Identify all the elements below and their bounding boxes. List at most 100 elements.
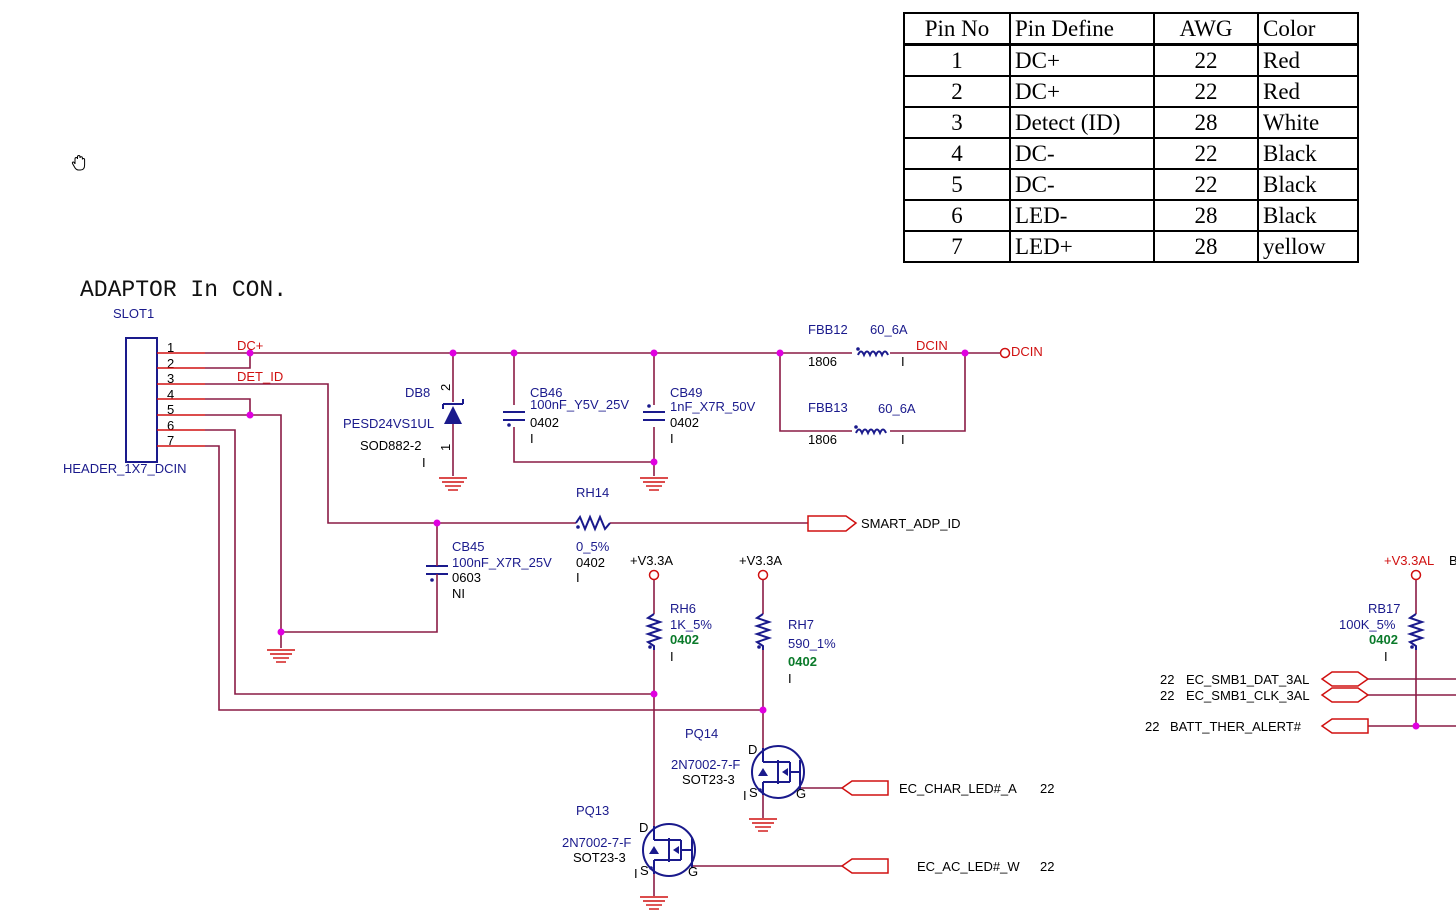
table-cell: 22	[1153, 43, 1259, 77]
ec-ac-led-port[interactable]	[840, 858, 889, 874]
fbb12-ref: FBB12	[808, 322, 848, 337]
rb17-mark: I	[1384, 649, 1388, 664]
table-cell: Black	[1257, 199, 1359, 232]
power-label-v33a: +V3.3A	[630, 553, 673, 568]
table-cell: DC-	[1009, 168, 1155, 201]
cb45-mark: NI	[452, 586, 465, 601]
pin-number: 6	[167, 418, 174, 433]
rh7-mark: I	[788, 671, 792, 686]
pin-number: 7	[167, 433, 174, 448]
table-cell: 5	[903, 168, 1011, 201]
pq13-pin: D	[639, 820, 648, 835]
db8-package: SOD882-2	[360, 438, 421, 453]
resistor-rh7[interactable]	[753, 613, 773, 650]
pin-number: 4	[167, 387, 174, 402]
table-row: 5 DC- 22 Black	[903, 168, 1359, 201]
table-cell: 4	[903, 137, 1011, 170]
capacitor-cb46[interactable]	[503, 411, 525, 427]
db8-pin: 2	[438, 384, 453, 391]
table-cell: 22	[1153, 137, 1259, 170]
pq13-ref: PQ13	[576, 803, 609, 818]
fbb13-package: 1806	[808, 432, 837, 447]
ferrite-bead-fbb13[interactable]	[854, 425, 887, 436]
pq14-pin: S	[749, 785, 758, 800]
ferrite-bead-fbb12[interactable]	[856, 347, 889, 358]
table-header: Pin Define	[1009, 12, 1155, 46]
rb17-ref: RB17	[1368, 601, 1401, 616]
power-port-v33a[interactable]	[648, 569, 660, 581]
cb49-package: 0402	[670, 415, 699, 430]
pq14-pin: G	[796, 786, 806, 801]
power-label-v33a: +V3.3A	[739, 553, 782, 568]
power-port-v33al[interactable]	[1410, 569, 1422, 581]
pq14-part: 2N7002-7-F	[671, 757, 740, 772]
schematic-title: ADAPTOR In CON.	[80, 277, 287, 303]
rh14-ref: RH14	[576, 485, 609, 500]
table-row: 7 LED+ 28 yellow	[903, 230, 1359, 263]
connector-pin-stubs	[157, 352, 205, 447]
pin-number: 3	[167, 371, 174, 386]
power-label-v33al: +V3.3AL	[1384, 553, 1434, 568]
cb49-mark: I	[670, 431, 674, 446]
table-cell: 28	[1153, 230, 1259, 263]
table-cell: 22	[1153, 75, 1259, 108]
rh6-ref: RH6	[670, 601, 696, 616]
batt-alert-label: BATT_THER_ALERT#	[1170, 719, 1302, 734]
tvs-diode-db8[interactable]	[442, 399, 464, 424]
pq14-package: SOT23-3	[682, 772, 735, 787]
db8-pin: 1	[438, 444, 453, 451]
dcin-port-label: DCIN	[1011, 344, 1043, 359]
db8-mark: I	[422, 455, 426, 470]
table-cell: 7	[903, 230, 1011, 263]
fbb13-value: 60_6A	[878, 401, 916, 416]
capacitor-cb45[interactable]	[426, 555, 448, 600]
table-header: AWG	[1153, 12, 1259, 46]
net-label-dc-plus: DC+	[237, 338, 263, 353]
table-header: Pin No	[903, 12, 1011, 46]
ec-char-led-port[interactable]	[840, 780, 889, 796]
connector-part: HEADER_1X7_DCIN	[63, 461, 187, 476]
table-cell: LED-	[1009, 199, 1155, 232]
rh14-mark: I	[576, 570, 580, 585]
cb45-value: 100nF_X7R_25V	[452, 555, 552, 570]
connector-ref: SLOT1	[113, 306, 154, 321]
power-port-v33a[interactable]	[757, 569, 769, 581]
table-cell: yellow	[1257, 230, 1359, 263]
table-header-row: Pin No Pin Define AWG Color	[903, 12, 1359, 46]
pin-definition-table: Pin No Pin Define AWG Color 1 DC+ 22 Red…	[903, 12, 1359, 263]
smb-clk-port[interactable]	[1320, 687, 1370, 703]
table-row: 4 DC- 22 Black	[903, 137, 1359, 170]
db8-part: PESD24VS1UL	[343, 416, 434, 431]
ec-ac-led-page: 22	[1040, 859, 1054, 874]
mosfet-pq14[interactable]	[751, 745, 805, 799]
junction-dots	[246, 349, 1420, 730]
mosfet-pq13[interactable]	[642, 823, 696, 877]
rh6-mark: I	[670, 649, 674, 664]
pin-number: 1	[167, 340, 174, 355]
resistor-rh14[interactable]	[575, 514, 611, 532]
connector-body[interactable]	[125, 337, 158, 463]
pq14-ref: PQ14	[685, 726, 718, 741]
table-header: Color	[1257, 12, 1359, 46]
smb-clk-page: 22	[1160, 688, 1174, 703]
table-row: 3 Detect (ID) 28 White	[903, 106, 1359, 139]
cb49-value: 1nF_X7R_50V	[670, 399, 756, 414]
ground-symbol	[640, 477, 668, 491]
table-cell: Detect (ID)	[1009, 106, 1155, 139]
db8-ref: DB8	[405, 385, 430, 400]
capacitor-cb49[interactable]	[643, 404, 665, 421]
smart-adp-id-port[interactable]	[807, 515, 858, 532]
cb46-value: 100nF_Y5V_25V	[530, 397, 629, 412]
resistor-rh6[interactable]	[644, 613, 664, 650]
rh14-value: 0_5%	[576, 539, 610, 554]
dcin-port[interactable]	[999, 347, 1011, 359]
ground-symbol	[749, 818, 777, 832]
table-cell: 28	[1153, 199, 1259, 232]
batt-alert-port[interactable]	[1320, 718, 1369, 734]
ec-ac-led-label: EC_AC_LED#_W	[917, 859, 1020, 874]
smart-adp-id-label: SMART_ADP_ID	[861, 516, 960, 531]
resistor-rb17[interactable]	[1406, 613, 1426, 650]
pq13-part: 2N7002-7-F	[562, 835, 631, 850]
smb-dat-port[interactable]	[1320, 671, 1370, 687]
